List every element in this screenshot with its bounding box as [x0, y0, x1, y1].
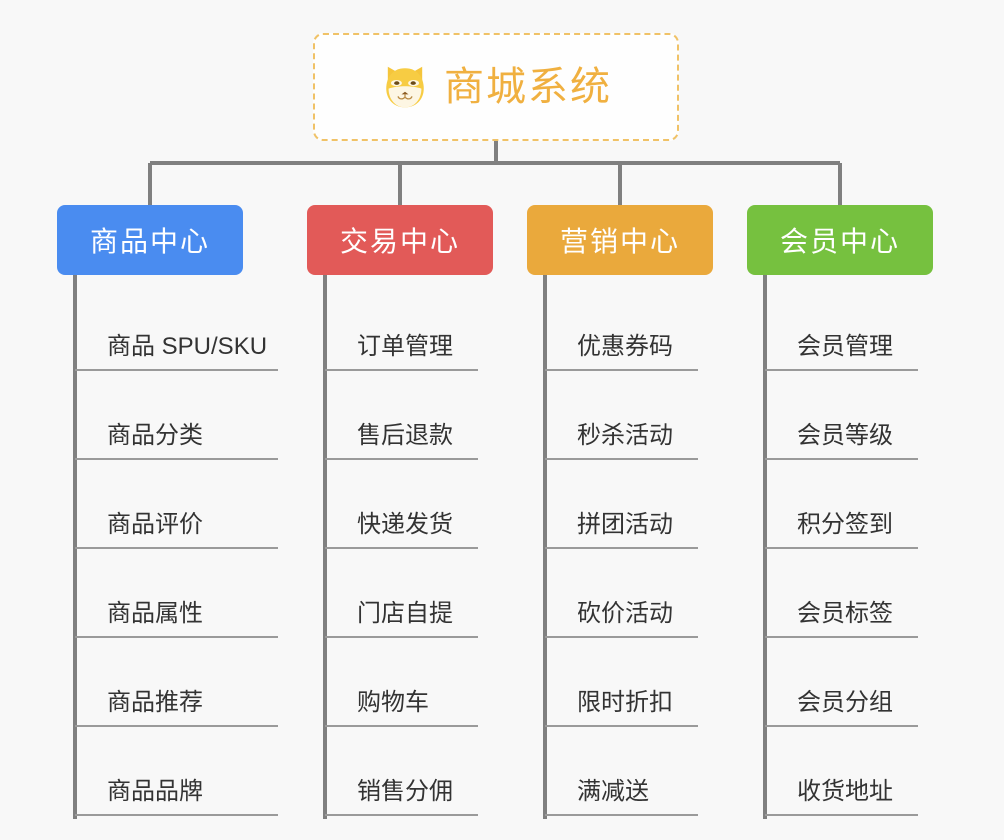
leaf-item[interactable]: 拼团活动 [545, 460, 698, 549]
leaf-label: 收货地址 [797, 778, 893, 805]
leaf-item[interactable]: 订单管理 [325, 282, 478, 371]
leaf-item[interactable]: 门店自提 [325, 549, 478, 638]
leaf-column-1: 商品 SPU/SKU 商品分类 商品评价 商品属性 商品推荐 商品品牌 [75, 282, 278, 816]
leaf-item[interactable]: 会员等级 [765, 371, 918, 460]
leaf-label: 商品推荐 [107, 689, 203, 716]
leaf-item[interactable]: 商品品牌 [75, 727, 278, 816]
leaf-label: 商品 SPU/SKU [107, 333, 268, 360]
leaf-label: 砍价活动 [577, 600, 673, 627]
leaf-item[interactable]: 优惠券码 [545, 282, 698, 371]
leaf-label: 优惠券码 [577, 333, 673, 360]
leaf-column-3: 优惠券码 秒杀活动 拼团活动 砍价活动 限时折扣 满减送 [545, 282, 698, 816]
leaf-label: 快递发货 [357, 511, 453, 538]
leaf-label: 会员分组 [797, 689, 893, 716]
leaf-label: 拼团活动 [577, 511, 673, 538]
leaf-item[interactable]: 会员分组 [765, 638, 918, 727]
leaf-item[interactable]: 购物车 [325, 638, 478, 727]
leaf-item[interactable]: 会员管理 [765, 282, 918, 371]
category-node-3[interactable]: 营销中心 [527, 205, 713, 275]
leaf-label: 限时折扣 [577, 689, 673, 716]
category-label-2: 交易中心 [339, 226, 460, 257]
leaf-item[interactable]: 秒杀活动 [545, 371, 698, 460]
category-node-2[interactable]: 交易中心 [307, 205, 493, 275]
leaf-label: 积分签到 [797, 511, 893, 538]
leaf-item[interactable]: 商品 SPU/SKU [75, 282, 278, 371]
leaf-item[interactable]: 快递发货 [325, 460, 478, 549]
category-node-4[interactable]: 会员中心 [747, 205, 933, 275]
category-node-1[interactable]: 商品中心 [57, 205, 243, 275]
leaf-item[interactable]: 积分签到 [765, 460, 918, 549]
leaf-item[interactable]: 满减送 [545, 727, 698, 816]
leaf-label: 会员等级 [797, 422, 893, 449]
root-node[interactable]: 商城系统 [313, 33, 679, 141]
leaf-item[interactable]: 砍价活动 [545, 549, 698, 638]
leaf-item[interactable]: 销售分佣 [325, 727, 478, 816]
leaf-item[interactable]: 会员标签 [765, 549, 918, 638]
leaf-label: 商品属性 [107, 600, 203, 627]
leaf-label: 购物车 [357, 689, 429, 716]
leaf-label: 售后退款 [357, 422, 453, 449]
leaf-item[interactable]: 商品属性 [75, 549, 278, 638]
leaf-item[interactable]: 商品分类 [75, 371, 278, 460]
leaf-label: 会员管理 [797, 333, 893, 360]
leaf-label: 会员标签 [797, 600, 893, 627]
leaf-item[interactable]: 商品评价 [75, 460, 278, 549]
leaf-label: 秒杀活动 [577, 422, 673, 449]
leaf-column-2: 订单管理 售后退款 快递发货 门店自提 购物车 销售分佣 [325, 282, 478, 816]
leaf-column-4: 会员管理 会员等级 积分签到 会员标签 会员分组 收货地址 [765, 282, 918, 816]
leaf-label: 满减送 [577, 778, 649, 805]
leaf-label: 门店自提 [357, 600, 453, 627]
leaf-item[interactable]: 售后退款 [325, 371, 478, 460]
category-label-4: 会员中心 [779, 226, 900, 257]
category-label-1: 商品中心 [89, 226, 210, 257]
root-title: 商城系统 [444, 65, 612, 109]
leaf-label: 订单管理 [357, 333, 453, 360]
leaf-label: 商品评价 [107, 511, 203, 538]
category-label-3: 营销中心 [559, 226, 680, 257]
leaf-label: 商品分类 [107, 422, 203, 449]
leaf-label: 商品品牌 [107, 778, 203, 805]
leaf-item[interactable]: 商品推荐 [75, 638, 278, 727]
leaf-item[interactable]: 限时折扣 [545, 638, 698, 727]
shiba-dog-face-icon [386, 66, 424, 108]
leaf-item[interactable]: 收货地址 [765, 727, 918, 816]
leaf-label: 销售分佣 [357, 778, 453, 805]
